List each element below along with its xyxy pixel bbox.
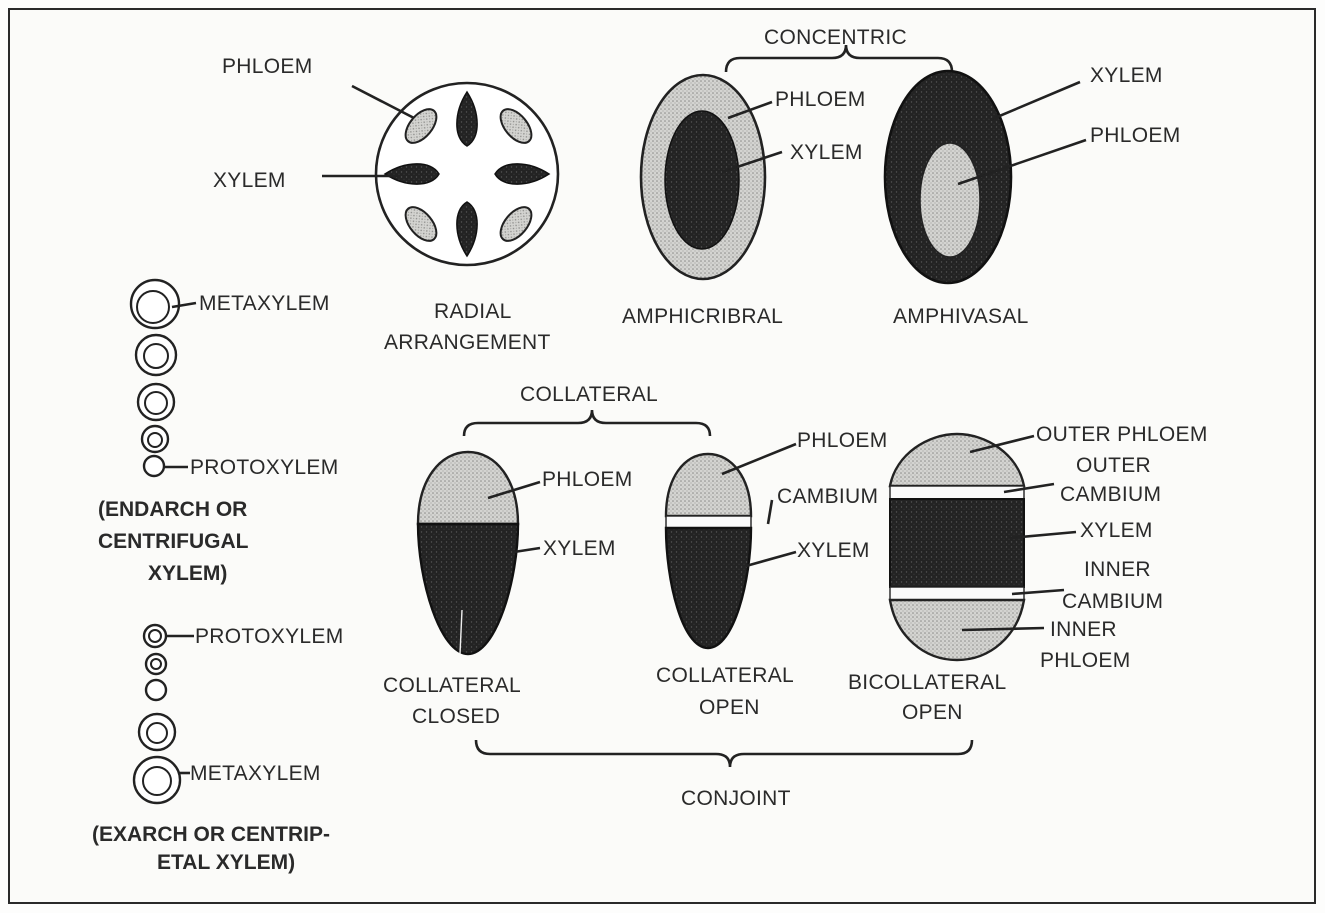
amphivasal-bundle	[885, 71, 1086, 283]
bicollateral-open-bundle	[890, 434, 1076, 660]
endarch-caption-line2: CENTRIFUGAL	[98, 530, 249, 553]
radial-caption-line2: ARRANGEMENT	[384, 331, 551, 354]
amphicribral-phloem-label: PHLOEM	[775, 88, 866, 111]
amphivasal-caption: AMPHIVASAL	[893, 305, 1029, 328]
open-cambium-label: CAMBIUM	[777, 485, 878, 508]
open-cambium	[666, 516, 751, 528]
bi-caption-line1: BICOLLATERAL	[848, 671, 1006, 694]
open-xylem	[666, 528, 751, 648]
endarch-caption-line3: XYLEM)	[148, 562, 227, 585]
bi-outer-label: OUTER	[1076, 454, 1151, 477]
bi-outer-cambium	[890, 486, 1024, 499]
radial-bundle	[322, 83, 558, 265]
bi-inner-label: INNER	[1084, 558, 1151, 581]
amphicribral-xylem-label: XYLEM	[790, 141, 863, 164]
open-phloem	[666, 454, 751, 516]
amphivasal-xylem-label: XYLEM	[1090, 64, 1163, 87]
bi-caption-line2: OPEN	[902, 701, 963, 724]
radial-caption-line1: RADIAL	[434, 300, 512, 323]
closed-xylem	[418, 524, 518, 654]
collateral-brace	[464, 410, 710, 436]
endarch-protoxylem-cell	[144, 456, 164, 476]
open-caption-line2: OPEN	[699, 696, 760, 719]
exarch-metaxylem-cell	[134, 757, 180, 803]
bi-xylem	[890, 499, 1024, 587]
concentric-brace	[726, 45, 952, 72]
endarch-xylem-chain	[131, 280, 196, 476]
open-caption-line1: COLLATERAL	[656, 664, 794, 687]
exarch-caption-line1: (EXARCH OR CENTRIP-	[92, 823, 330, 846]
conjoint-brace	[476, 740, 972, 767]
endarch-caption-line1: (ENDARCH OR	[98, 498, 247, 521]
bi-inner-2-label: INNER	[1050, 618, 1117, 641]
bi-cambium-label: CAMBIUM	[1060, 483, 1161, 506]
radial-phloem-pointer	[352, 86, 414, 118]
exarch-protoxylem-label: PROTOXYLEM	[195, 625, 343, 648]
open-phloem-pointer	[722, 444, 796, 474]
exarch-xylem-chain	[134, 625, 194, 803]
exarch-caption-line2: ETAL XYLEM)	[157, 851, 295, 874]
open-phloem-label: PHLOEM	[797, 429, 888, 452]
endarch-metaxylem-label: METAXYLEM	[199, 292, 330, 315]
radial-xylem-label: XYLEM	[213, 169, 286, 192]
concentric-label: CONCENTRIC	[764, 26, 907, 49]
amphicribral-bundle	[641, 75, 782, 279]
collateral-label: COLLATERAL	[520, 383, 658, 406]
radial-phloem-label: PHLOEM	[222, 55, 313, 78]
bi-outer-phloem-label: OUTER PHLOEM	[1036, 423, 1208, 446]
bi-inner-cambium-label: CAMBIUM	[1062, 590, 1163, 613]
bi-inner-phloem-label: PHLOEM	[1040, 649, 1131, 672]
open-xylem-label: XYLEM	[797, 539, 870, 562]
bi-outer-phloem	[890, 434, 1024, 486]
amphivasal-xylem-pointer	[990, 82, 1080, 120]
conjoint-label: CONJOINT	[681, 787, 791, 810]
exarch-metaxylem-label: METAXYLEM	[190, 762, 321, 785]
amphicribral-xylem	[665, 111, 739, 249]
closed-xylem-label: XYLEM	[543, 537, 616, 560]
amphivasal-phloem-label: PHLOEM	[1090, 124, 1181, 147]
closed-caption-line2: CLOSED	[412, 705, 500, 728]
endarch-protoxylem-label: PROTOXYLEM	[190, 456, 338, 479]
open-xylem-pointer	[746, 552, 796, 566]
bi-inner-cambium	[890, 587, 1024, 600]
closed-phloem-label: PHLOEM	[542, 468, 633, 491]
collateral-closed-bundle	[418, 452, 540, 654]
closed-caption-line1: COLLATERAL	[383, 674, 521, 697]
exarch-protoxylem-cell	[144, 625, 166, 647]
bi-xylem-label: XYLEM	[1080, 519, 1153, 542]
collateral-open-bundle	[666, 444, 796, 648]
amphicribral-caption: AMPHICRIBRAL	[622, 305, 783, 328]
closed-phloem	[418, 452, 518, 524]
open-cambium-pointer	[768, 500, 772, 524]
amphivasal-phloem	[920, 143, 980, 257]
